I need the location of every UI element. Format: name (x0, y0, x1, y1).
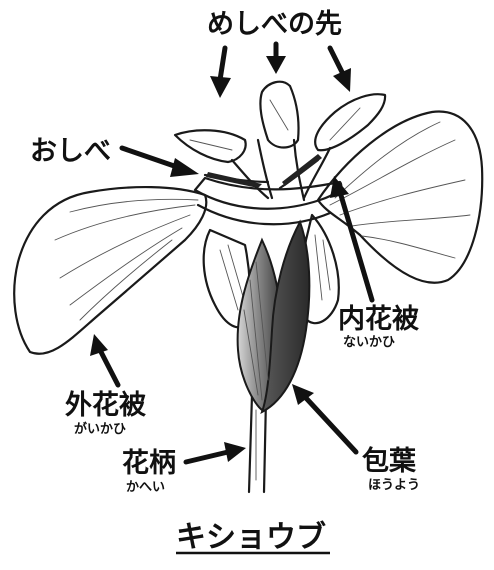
label-pedicel: 花柄 (122, 448, 176, 479)
arrow-inner-tepal (330, 176, 372, 300)
label-stigma: めしべの先 (207, 9, 342, 40)
label-outer-tepal: 外花被 (65, 390, 146, 421)
label-inner-tepal: 内花被 (338, 304, 419, 335)
arrow-stigma-center (266, 44, 286, 74)
outer-tepal-left (14, 187, 206, 354)
arrow-stamen (122, 148, 199, 177)
diagram-title: キショウブ (176, 520, 326, 555)
arrow-stigma-left (210, 48, 231, 98)
labels: めしべの先 おしべ 内花被 ないかひ 外花被 がいかひ 花柄 かへい 包葉 ほう… (30, 9, 420, 555)
reading-outer-tepal: がいかひ (74, 421, 126, 437)
bract (238, 222, 310, 412)
label-stamen: おしべ (30, 136, 111, 167)
arrow-bract (292, 384, 356, 452)
arrow-pedicel (186, 442, 246, 462)
style-branches (175, 82, 385, 200)
label-bract: 包葉 (362, 445, 417, 477)
reading-pedicel: かへい (126, 480, 165, 495)
reading-inner-tepal: ないかひ (343, 335, 395, 350)
arrow-outer-tepal (90, 334, 118, 385)
reading-bract: ほうよう (368, 478, 420, 493)
arrow-stigma-right (330, 48, 351, 92)
